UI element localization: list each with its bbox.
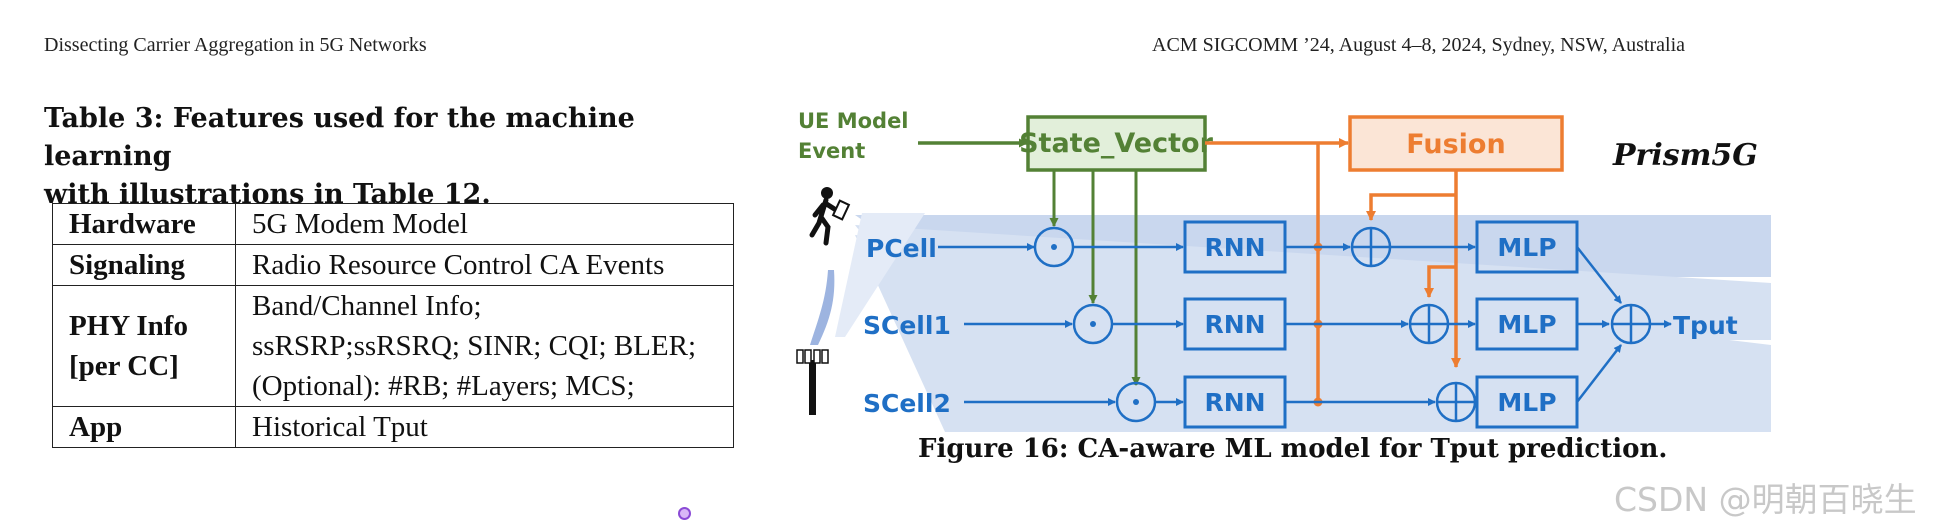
prism5g-diagram: UE Model Event State_Vector Fusion Prism… [796, 109, 1771, 432]
pcell-mlp-to-output-arrow [1576, 246, 1622, 304]
table-caption: Table 3: Features used for the machine l… [44, 100, 764, 214]
fusion-to-pcell-arrow [1366, 193, 1456, 221]
table-row: Hardware 5G Modem Model [52, 203, 734, 245]
description-cell: Band/Channel Info; ssRSRP;ssRSRQ; SINR; … [235, 285, 734, 407]
scell2-band [855, 235, 1771, 432]
feature-line: PHY Info [69, 310, 188, 342]
scell2-mlp-label: MLP [1497, 388, 1556, 417]
table-row: PHY Info [per CC] Band/Channel Info; ssR… [52, 285, 734, 407]
feature-cell: PHY Info [per CC] [52, 285, 236, 407]
table-row: Signaling Radio Resource Control CA Even… [52, 244, 734, 286]
state-vector-box [1026, 115, 1207, 172]
cell-tower-icon [796, 349, 829, 415]
pedestrian-phone-icon [809, 187, 851, 246]
cell-label-pcell: PCell [866, 234, 937, 263]
pcell-rnn-label: RNN [1204, 233, 1265, 262]
scell1-multiply-dot [1090, 321, 1096, 327]
fusion-to-scell1-arrow [1424, 265, 1456, 298]
feature-cell: Signaling [52, 244, 236, 286]
inputs-label-line-2: Event [798, 139, 865, 163]
scell2-rnn-label: RNN [1204, 388, 1265, 417]
scell1-sum-cross [1410, 305, 1448, 343]
description-cell: Historical Tput [235, 406, 734, 448]
fusion-label: Fusion [1406, 129, 1505, 160]
running-header-venue: ACM SIGCOMM ’24, August 4–8, 2024, Sydne… [1152, 34, 1685, 56]
scell1-rnn-label: RNN [1204, 310, 1265, 339]
table-row: App Historical Tput [52, 406, 734, 448]
cell-label-scell1: SCell1 [863, 311, 951, 340]
description-line: (Optional): #RB; #Layers; MCS; [252, 370, 635, 402]
feature-line: [per CC] [69, 350, 179, 382]
pcell-sum-cross [1352, 228, 1390, 266]
figure-caption: Figure 16: CA-aware ML model for Tput pr… [918, 434, 1668, 464]
feature-cell: Hardware [52, 203, 236, 245]
output-label: Tput [1673, 311, 1738, 340]
cursor-marker [678, 507, 691, 520]
scell2-sum-cross [1437, 383, 1475, 421]
pcell-multiply-dot [1051, 244, 1057, 250]
output-sum-cross [1612, 305, 1650, 343]
feature-cell: App [52, 406, 236, 448]
scell1-mlp-label: MLP [1497, 310, 1556, 339]
description-line: ssRSRP;ssRSRQ; SINR; CQI; BLER; [252, 330, 697, 362]
watermark: CSDN @明朝百晓生 [1614, 480, 1917, 519]
description-line: Band/Channel Info; [252, 290, 482, 322]
scell2-multiply-dot [1133, 399, 1139, 405]
running-header-title: Dissecting Carrier Aggregation in 5G Net… [44, 34, 427, 56]
state-vector-label: State_Vector [1019, 128, 1213, 159]
cell-label-scell2: SCell2 [863, 389, 951, 418]
pcell-mlp-label: MLP [1497, 233, 1556, 262]
description-cell: 5G Modem Model [235, 203, 734, 245]
signal-beam [810, 270, 835, 345]
fan-wedge [835, 213, 925, 337]
table-caption-line-1: Table 3: Features used for the machine l… [44, 103, 635, 172]
model-name: Prism5G [1612, 138, 1758, 173]
scell2-mlp-to-output-arrow [1576, 344, 1622, 403]
features-table: Hardware 5G Modem Model Signaling Radio … [52, 203, 734, 448]
description-cell: Radio Resource Control CA Events [235, 244, 734, 286]
inputs-label-line-1: UE Model [798, 109, 909, 133]
